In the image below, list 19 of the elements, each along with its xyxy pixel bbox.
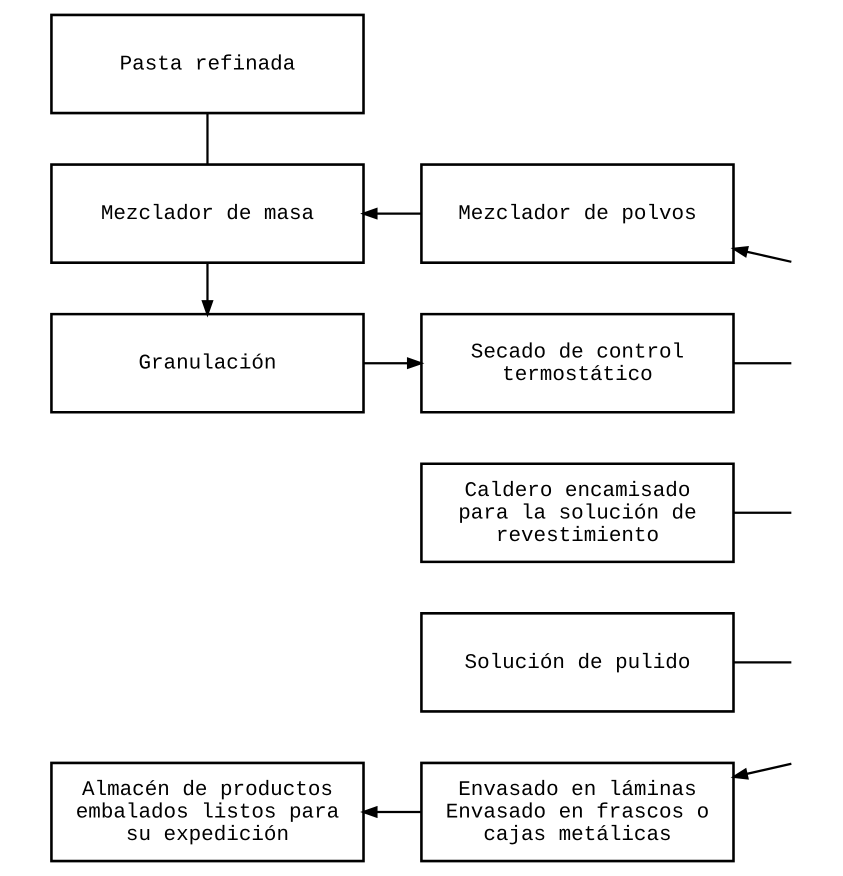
arrow [200, 263, 214, 318]
connector [733, 512, 791, 514]
arrow [730, 762, 792, 780]
node-box: Pasta refinada [50, 14, 364, 114]
arrow [360, 208, 420, 220]
node-box: Envasado en láminas Envasado en frascos o cajas metálicas [420, 762, 734, 862]
connector [733, 362, 791, 364]
node-box: Granulación [50, 312, 364, 414]
node-box: Caldero encamisado para la solución de revestimiento [420, 462, 734, 564]
arrow [363, 357, 424, 370]
node-box: Almacén de productos embalados listos para su expedición [50, 762, 364, 862]
connector [206, 113, 208, 164]
arrow [730, 246, 792, 263]
connector [733, 661, 791, 664]
arrow [360, 806, 420, 818]
node-box: Mezclador de masa [50, 163, 364, 264]
node-box: Solución de pulido [420, 612, 734, 713]
node-box: Secado de control termostático [420, 312, 734, 414]
node-box: Mezclador de polvos [420, 163, 734, 264]
